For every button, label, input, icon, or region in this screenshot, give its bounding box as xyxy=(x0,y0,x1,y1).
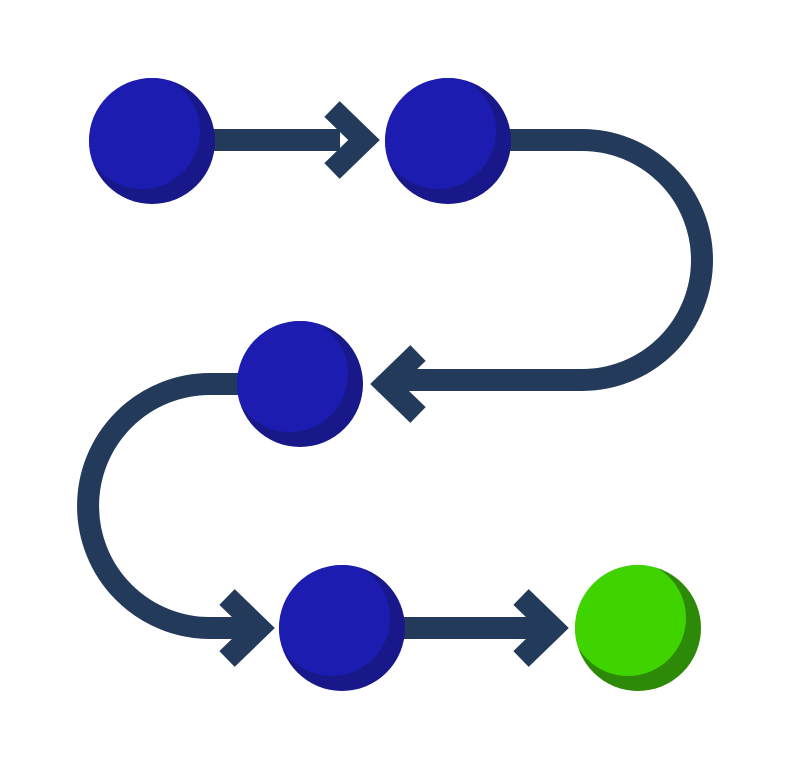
arrowhead-step-4-to-step-5 xyxy=(513,589,569,667)
arrowhead-step-2-to-step-3 xyxy=(370,345,426,423)
node-step-3 xyxy=(237,321,363,447)
node-step-4 xyxy=(279,565,405,691)
node-step-2 xyxy=(385,78,511,204)
node-step-5 xyxy=(575,565,701,691)
arrowhead-step-3-to-step-4 xyxy=(219,589,275,667)
edge-step-2-to-step-3 xyxy=(400,129,713,391)
arrowhead-step-1-to-step-2 xyxy=(324,101,380,179)
edge-step-3-to-step-4 xyxy=(77,373,245,639)
node-step-1 xyxy=(89,78,215,204)
